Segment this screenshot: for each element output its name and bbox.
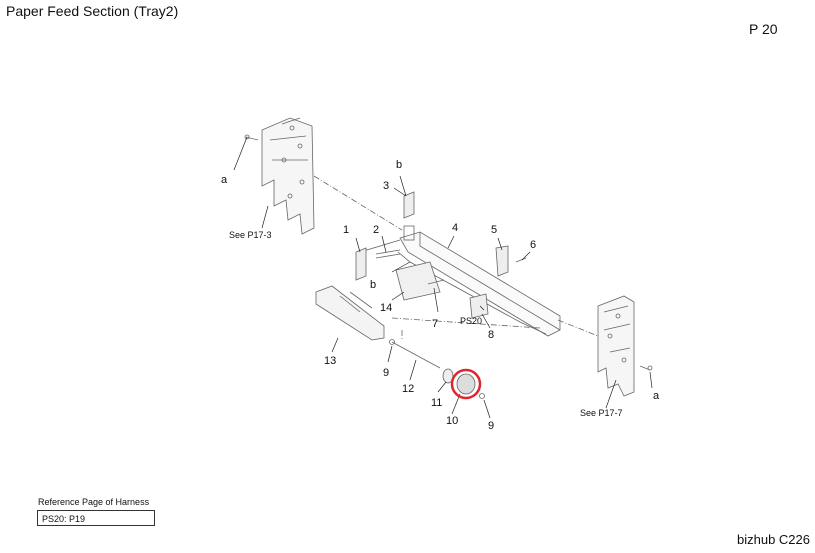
callout-9-right: 9 [488,420,494,432]
part-5 [495,245,509,277]
callout-a-right: a [653,390,660,402]
main-frame [359,225,561,337]
part-9a [389,339,395,345]
callout-8: 8 [488,329,494,341]
page-title: Paper Feed Section (Tray2) [6,3,179,19]
callout-7: 7 [432,318,438,330]
part-7 [427,279,445,285]
part-8 [469,293,489,319]
harness-reference-title: Reference Page of Harness [38,497,150,507]
diagram-drawing [233,117,653,419]
right-frame-bracket [597,295,653,397]
part-14 [395,261,441,301]
page-number: P 20 [749,21,778,37]
callout-2: 2 [373,224,379,236]
part-2 [375,249,401,259]
harness-reference-box: PS20: P19 [37,510,155,526]
callout-3: 3 [383,180,389,192]
callout-5: 5 [491,224,497,236]
callout-4: 4 [452,222,458,234]
callout-6: 6 [530,239,536,251]
part-6 [515,257,527,263]
model-name: bizhub C226 [737,532,810,547]
callout-1: 1 [343,224,349,236]
ref-right: See P17-7 [580,408,623,418]
part-13 [315,285,385,341]
part-1 [355,247,367,281]
callout-b-top: b [396,159,402,171]
part-12 [391,341,441,369]
part-9b [479,393,485,399]
left-frame-bracket [244,117,315,235]
callout-10: 10 [446,415,458,427]
callout-12: 12 [402,383,414,395]
callout-ps20: PS20 [460,316,482,326]
part-3 [403,191,415,219]
callout-9-left: 9 [383,367,389,379]
part-11 [442,368,454,384]
leader-lines [233,136,653,419]
callout-b-mid: b [370,279,376,291]
part-10 [456,373,476,395]
callout-11: 11 [431,397,442,409]
highlight-ring [450,368,482,400]
assembly-lines [313,175,599,340]
callout-a-left: a [221,174,228,186]
callout-13: 13 [324,355,336,367]
callout-14: 14 [380,302,392,314]
ref-left: See P17-3 [229,230,272,240]
